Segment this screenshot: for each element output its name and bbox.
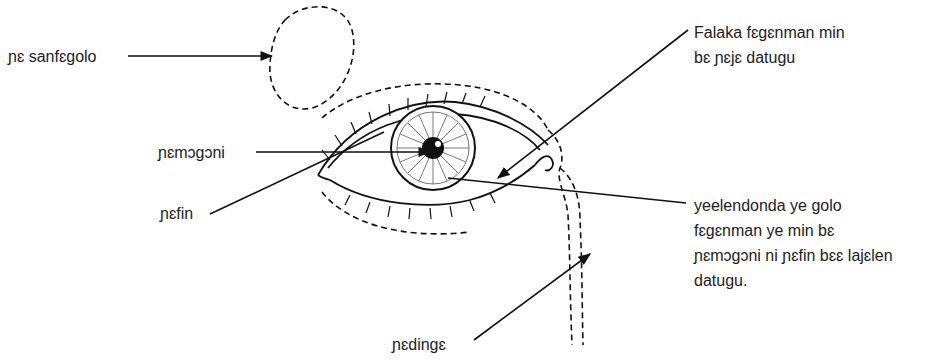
eyelids bbox=[318, 102, 553, 205]
part-label: yeelendonda ye golo fɛgɛnman ye min bɛ ɲ… bbox=[694, 193, 899, 293]
part-label: ɲɛfin bbox=[160, 201, 193, 226]
part-label: ɲɛmɔgɔni bbox=[158, 140, 225, 165]
leader-lines bbox=[128, 30, 688, 340]
part-label: ɲɛ sanfɛgolo bbox=[8, 44, 97, 69]
iris bbox=[391, 106, 475, 190]
part-label: ɲɛdingɛ bbox=[392, 332, 446, 357]
eyelashes bbox=[322, 92, 495, 219]
part-label: Falaka fɛgɛnman min bɛ ɲɛjɛ datugu bbox=[694, 20, 864, 70]
